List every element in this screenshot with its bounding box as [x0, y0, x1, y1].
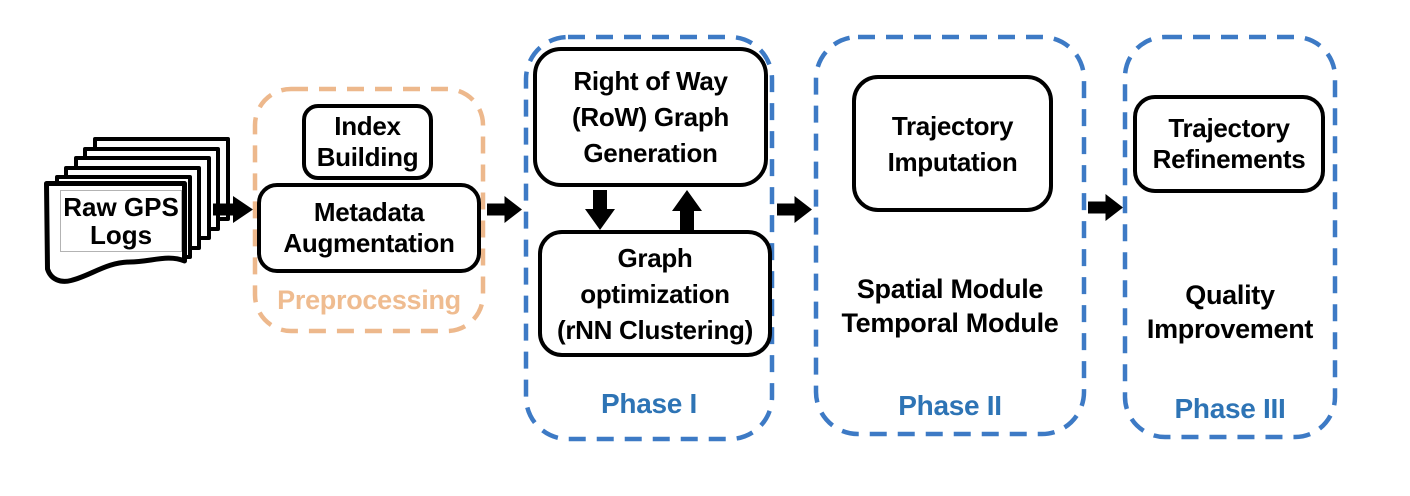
graph-optimization-box: Graph optimization (rNN Clustering) — [538, 230, 772, 357]
modules-note-line1: Spatial Module — [856, 274, 1044, 304]
raw-gps-logs-label-line1: Raw GPS — [63, 192, 179, 222]
flow-arrow-icon — [1088, 194, 1123, 221]
raw-gps-logs-label: Raw GPS Logs — [60, 190, 182, 252]
quality-note-line1: Quality — [1185, 280, 1275, 310]
modules-note: Spatial Module Temporal Module — [813, 272, 1087, 340]
row-graph-generation-line3: Generation — [583, 138, 718, 168]
phase1-label: Phase I — [601, 388, 697, 419]
metadata-augmentation-box: Metadata Augmentation — [257, 183, 481, 273]
trajectory-refinements-line2: Refinements — [1152, 144, 1306, 174]
metadata-augmentation-line1: Metadata — [313, 197, 425, 227]
graph-optimization-line2: optimization — [580, 278, 730, 309]
trajectory-refinements-box: Trajectory Refinements — [1133, 95, 1325, 193]
down-arrow-icon — [585, 190, 615, 230]
document-page-front — [44, 181, 187, 284]
preprocessing-label: Preprocessing — [277, 285, 461, 315]
preprocessing-group: Index Building Metadata Augmentation Pre… — [252, 86, 486, 334]
index-building-line2: Building — [316, 142, 419, 172]
flow-arrow-icon — [213, 196, 253, 223]
phase1-group: Right of Way (RoW) Graph Generation Grap… — [523, 34, 775, 442]
row-graph-generation-line1: Right of Way — [573, 66, 728, 96]
row-graph-generation-line2: (RoW) Graph — [571, 102, 729, 132]
index-building-line1: Index — [334, 111, 401, 141]
graph-optimization-line3: (rNN Clustering) — [557, 314, 753, 345]
up-arrow-icon — [672, 190, 702, 230]
phase2-label: Phase II — [898, 390, 1002, 421]
modules-note-line2: Temporal Module — [841, 308, 1059, 338]
raw-gps-logs-label-line2: Logs — [89, 220, 153, 250]
phase2-group: Trajectory Imputation Spatial Module Tem… — [813, 34, 1087, 437]
phase2-dashed-outline — [813, 34, 1087, 437]
row-graph-generation-box: Right of Way (RoW) Graph Generation — [533, 47, 768, 187]
index-building-box: Index Building — [302, 104, 433, 180]
quality-note: Quality Improvement — [1122, 278, 1338, 346]
phase3-group: Trajectory Refinements Quality Improveme… — [1122, 34, 1338, 440]
flow-arrow-icon — [777, 196, 812, 223]
trajectory-imputation-box: Trajectory Imputation — [852, 75, 1053, 212]
flow-arrow-icon — [487, 196, 522, 223]
phase3-label: Phase III — [1174, 393, 1286, 424]
trajectory-refinements-line1: Trajectory — [1168, 113, 1290, 143]
trajectory-imputation-line1: Trajectory — [891, 110, 1014, 141]
metadata-augmentation-line2: Augmentation — [283, 228, 455, 258]
trajectory-imputation-line2: Imputation — [887, 146, 1018, 177]
quality-note-line2: Improvement — [1146, 314, 1314, 344]
preprocessing-dashed-outline — [252, 86, 486, 334]
phase3-dashed-outline — [1122, 34, 1338, 440]
graph-optimization-line1: Graph — [617, 242, 693, 273]
